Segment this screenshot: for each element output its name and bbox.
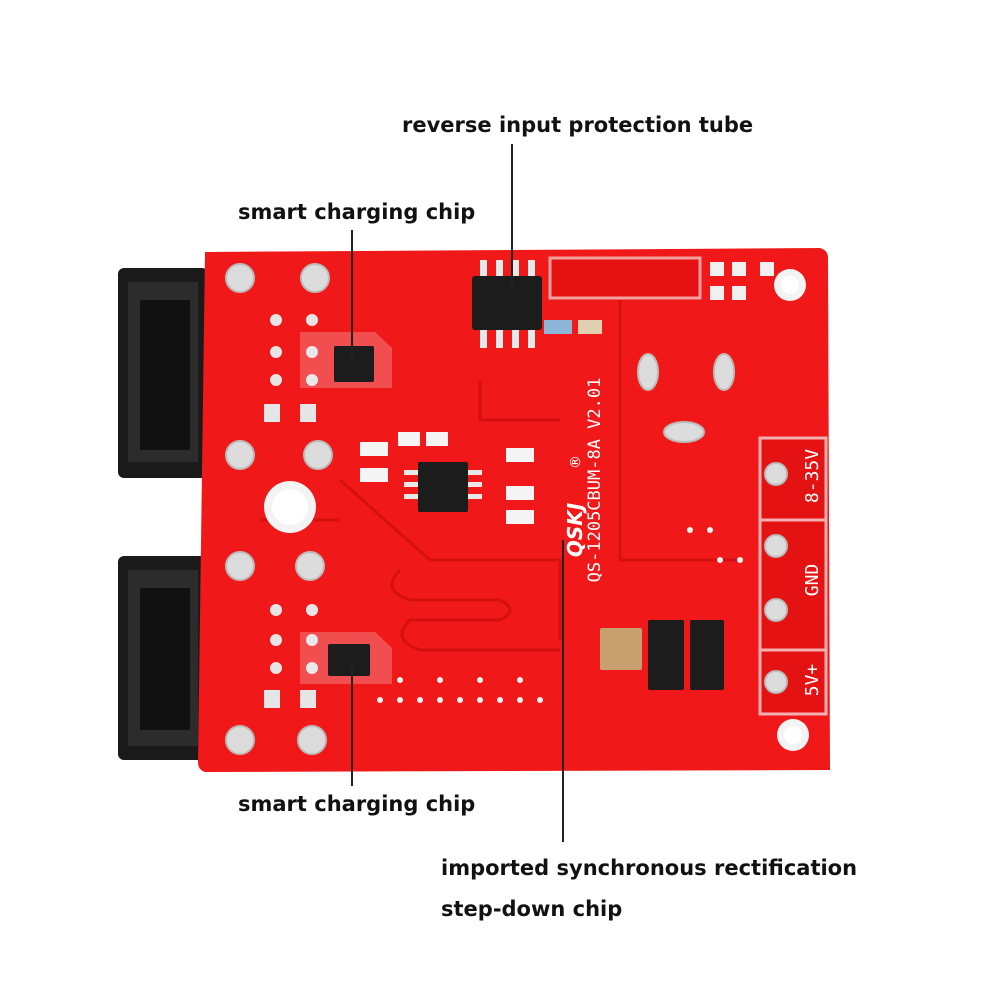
power-mosfets [600, 620, 724, 690]
usb-port-top [118, 268, 208, 478]
charging-chip-bottom [300, 632, 392, 684]
label-rectification-line1: imported synchronous rectification [441, 856, 858, 880]
pointer-line-rectification [562, 540, 564, 842]
board-model-text: QS-1205CBUM-8A V2.01 [585, 378, 605, 583]
via-grid-top [264, 314, 318, 708]
pointer-line-reverse [511, 144, 513, 290]
label-smart-charging-bottom: smart charging chip [238, 792, 476, 816]
pointer-line-charging-bottom [351, 662, 353, 786]
usb-port-bottom [118, 556, 208, 760]
terminal-pads [764, 462, 788, 694]
label-rectification-line2: step-down chip [441, 897, 623, 921]
step-down-chip [404, 462, 482, 512]
registered-mark: ® [568, 455, 584, 469]
terminal-label-out: 5V+ [802, 664, 823, 697]
charging-chip-top [300, 332, 392, 388]
label-smart-charging-top: smart charging chip [238, 200, 476, 224]
pcb-traces [260, 300, 740, 652]
board-brand-text: QSKJ [563, 502, 587, 557]
smd-passives [360, 432, 534, 524]
pointer-line-charging-top [351, 230, 353, 362]
usb-solder-pads [225, 263, 333, 755]
terminal-label-in: 8-35V [802, 449, 823, 503]
terminal-label-gnd: GND [802, 564, 823, 597]
label-reverse-input-protection: reverse input protection tube [402, 113, 754, 137]
protection-tube-chip [472, 260, 602, 348]
